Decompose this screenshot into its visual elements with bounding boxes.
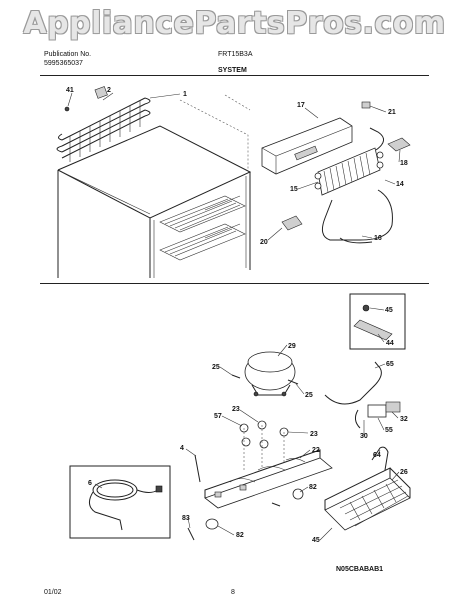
callout-6: 6 xyxy=(88,480,92,487)
callout-17: 17 xyxy=(297,102,305,109)
discharge-tube xyxy=(324,361,382,405)
section-title: SYSTEM xyxy=(218,67,247,74)
callout-23-right: 23 xyxy=(310,431,318,438)
callout-4: 4 xyxy=(180,445,184,452)
capillary-tube xyxy=(339,237,373,244)
callout-25-right: 25 xyxy=(305,392,313,399)
cabinet-drawing xyxy=(57,94,252,278)
callout-16: 16 xyxy=(374,235,382,242)
footer-date: 01/02 xyxy=(44,589,62,596)
callout-65: 65 xyxy=(386,361,394,368)
relay xyxy=(367,404,387,418)
callout-18: 18 xyxy=(400,160,408,167)
pin xyxy=(194,454,201,483)
callout-22: 22 xyxy=(312,447,320,454)
callout-21: 21 xyxy=(388,109,396,116)
foot-screw xyxy=(271,502,281,507)
callout-83: 83 xyxy=(182,515,190,522)
leader-lines xyxy=(67,92,401,541)
evaporator-coil xyxy=(314,127,384,196)
callout-14: 14 xyxy=(396,181,404,188)
screw-inset-box xyxy=(349,293,406,350)
grommet xyxy=(259,439,269,449)
compressor-screw-2 xyxy=(287,379,299,385)
callout-82-bottom: 82 xyxy=(236,532,244,539)
callout-26: 26 xyxy=(400,469,408,476)
callout-45-bottom: 45 xyxy=(312,537,320,544)
back-condenser-coil xyxy=(56,86,151,162)
grommet xyxy=(241,437,251,447)
callout-1: 1 xyxy=(183,91,187,98)
callout-82-top: 82 xyxy=(309,484,317,491)
compressor-base-plate xyxy=(204,449,333,509)
compressor xyxy=(244,351,296,397)
callout-2: 2 xyxy=(107,87,111,94)
drain-pad xyxy=(387,137,411,152)
section-divider xyxy=(40,283,429,284)
callout-30: 30 xyxy=(360,433,368,440)
fitting-part xyxy=(361,101,371,109)
evaporator-cover xyxy=(261,117,353,175)
callout-labels: 41 2 1 17 21 18 14 15 16 20 45 44 65 29 … xyxy=(66,87,408,544)
evaporator-pad xyxy=(281,215,303,231)
rubber-foot-2 xyxy=(292,488,304,500)
footer-page: 8 xyxy=(231,589,235,596)
publication-label: Publication No. xyxy=(44,51,92,58)
relay-wire xyxy=(354,409,361,429)
rubber-foot xyxy=(205,518,219,530)
callout-57: 57 xyxy=(214,413,222,420)
callout-29: 29 xyxy=(288,343,296,350)
callout-41: 41 xyxy=(66,87,74,94)
model-number: FRT15B3A xyxy=(218,51,253,58)
callout-55: 55 xyxy=(385,427,393,434)
base-screw xyxy=(187,527,195,541)
callout-32: 32 xyxy=(400,416,408,423)
callout-15: 15 xyxy=(290,186,298,193)
watermark: AppliancePartsPros.com xyxy=(23,6,446,41)
suction-tube xyxy=(321,189,393,241)
drain-pan xyxy=(324,446,411,531)
overload-cover xyxy=(385,401,401,413)
callout-20: 20 xyxy=(260,239,268,246)
callout-25-left: 25 xyxy=(212,364,220,371)
publication-number: 5995365037 xyxy=(44,60,83,67)
compressor-screw xyxy=(231,374,241,379)
header-divider xyxy=(40,75,429,76)
power-cord-inset xyxy=(69,465,171,539)
callout-23-left: 23 xyxy=(232,406,240,413)
callout-45-top: 45 xyxy=(385,307,393,314)
callout-44: 44 xyxy=(386,340,394,347)
callout-64: 64 xyxy=(373,452,381,459)
drawing-code: N05CBABAB1 xyxy=(336,566,384,573)
